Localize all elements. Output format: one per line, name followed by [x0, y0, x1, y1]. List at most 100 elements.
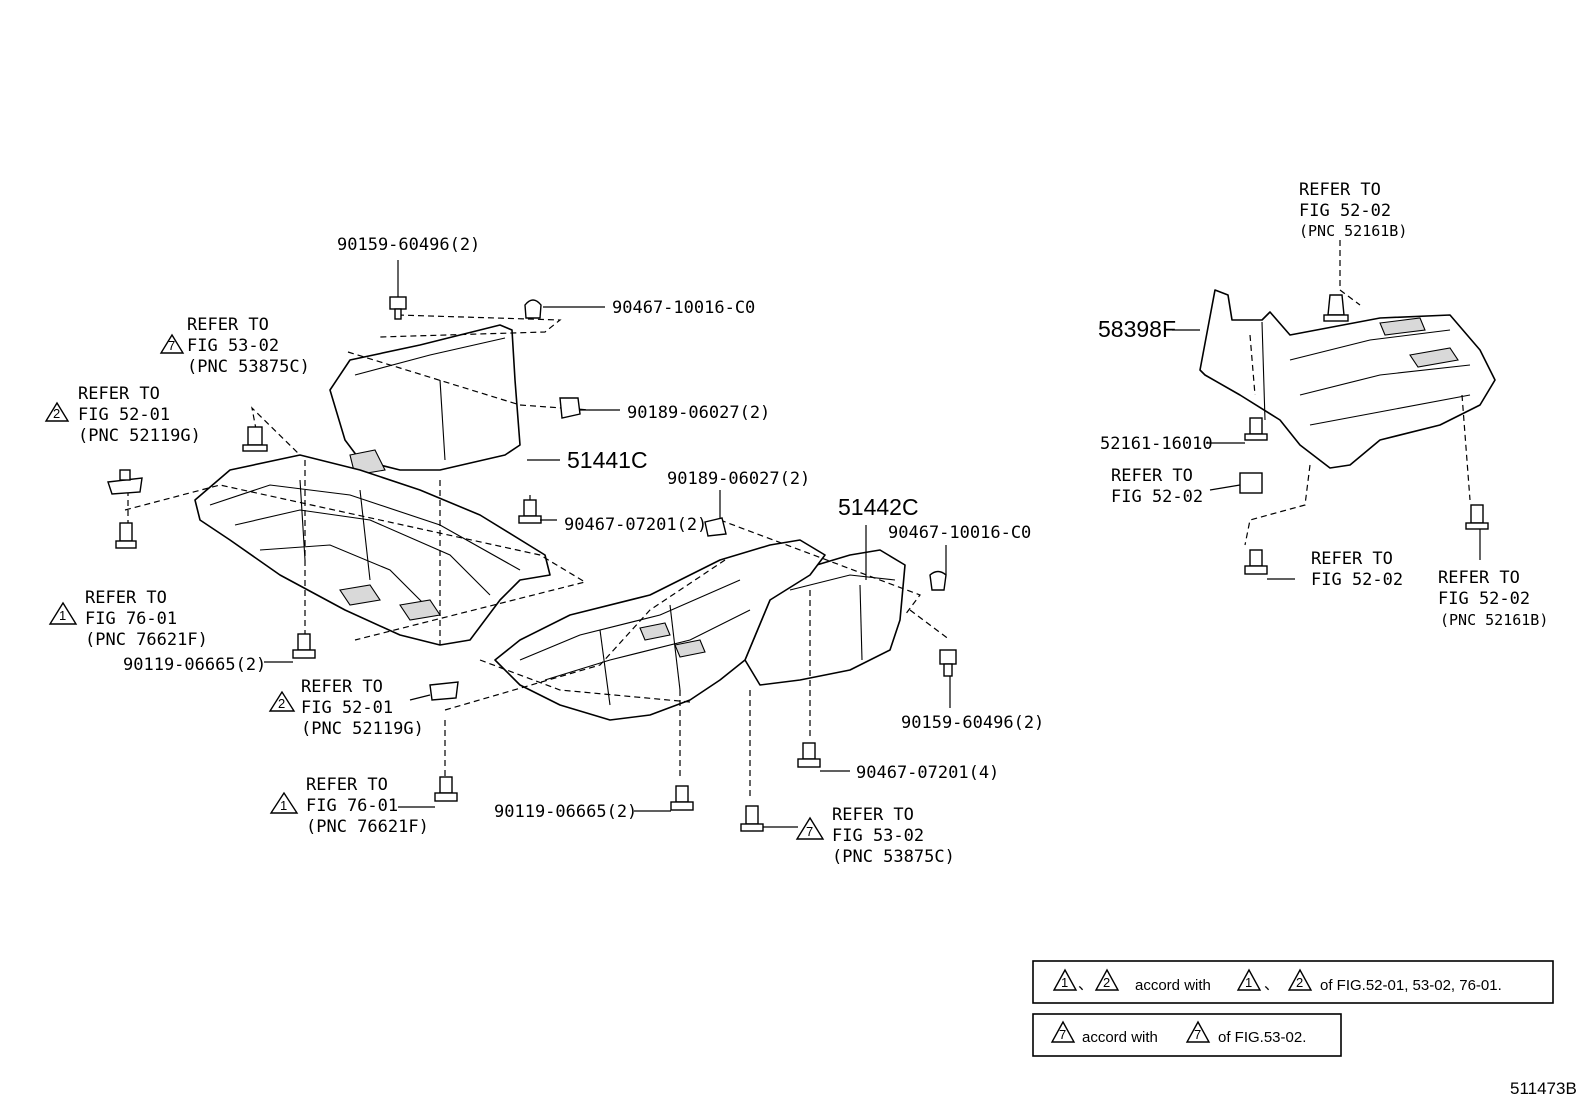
svg-text:1: 1 — [1061, 975, 1068, 990]
bolt-90159-right — [939, 649, 957, 677]
part-number-90159-right: 90159-60496(2) — [901, 713, 1044, 733]
svg-text:7: 7 — [168, 338, 175, 353]
ref-fig-53-02-bottom: 7 REFER TO FIG 53-02 (PNC 53875C) — [795, 805, 955, 867]
clip-52119-mid — [429, 681, 459, 701]
clip-52161b-top — [1323, 294, 1349, 322]
part-number-90467-07201-4: 90467-07201(4) — [856, 763, 999, 783]
svg-text:REFER TO: REFER TO — [1111, 466, 1193, 486]
bolt-52-02 — [1244, 549, 1268, 575]
svg-text:(PNC 52161B): (PNC 52161B) — [1440, 611, 1548, 629]
note-triangle-icon — [268, 690, 296, 712]
clip-90189-mid — [704, 517, 727, 537]
svg-text:REFER TO: REFER TO — [1299, 180, 1381, 200]
clip-90189-left — [559, 397, 581, 419]
under-cover-51442c — [494, 539, 906, 721]
ref-fig-52-01-mid: 2 REFER TO FIG 52-01 (PNC 52119G) — [268, 677, 424, 739]
note-triangle-icon — [159, 333, 185, 354]
ref-fig-52-02-far-right: REFER TO FIG 52-02 (PNC 52161B) — [1438, 568, 1548, 629]
note-triangle-icon — [48, 601, 78, 625]
part-number-90159-top: 90159-60496(2) — [337, 235, 480, 255]
part-number-90189-left: 90189-06027(2) — [627, 403, 770, 423]
ref-fig-52-02-mid-right: REFER TO FIG 52-02 — [1111, 466, 1241, 507]
leader-lines — [264, 260, 1481, 828]
figure-code: 511473B — [1510, 1079, 1577, 1098]
clip-52161b-right — [1465, 504, 1489, 530]
svg-text:FIG 76-01: FIG 76-01 — [85, 609, 177, 629]
note-triangle-icon — [1050, 1020, 1076, 1043]
part-number-90467-10016-right: 90467-10016-C0 — [888, 523, 1031, 543]
svg-text:of FIG.53-02.: of FIG.53-02. — [1218, 1029, 1306, 1046]
ref-fig-76-01-left: 1 REFER TO FIG 76-01 (PNC 76621F) — [48, 588, 208, 650]
svg-text:(PNC 53875C): (PNC 53875C) — [832, 847, 955, 867]
svg-text:(PNC 76621F): (PNC 76621F) — [306, 817, 429, 837]
note-box-1: 1 、 2 accord with 1 、 2 of FIG.52-01, 53… — [1032, 960, 1554, 1004]
svg-text:2: 2 — [278, 696, 285, 711]
part-number-52161-16010: 52161-16010 — [1100, 434, 1213, 454]
svg-text:、: 、 — [1078, 976, 1093, 993]
clip-53875-left — [242, 426, 268, 452]
svg-text:(PNC 53875C): (PNC 53875C) — [187, 357, 310, 377]
ref-fig-52-02-bottom-right: REFER TO FIG 52-02 — [1311, 549, 1403, 590]
bolt-90119-left — [292, 633, 316, 659]
reference-callouts: 7 REFER TO FIG 53-02 (PNC 53875C) 2 REFE… — [44, 180, 1548, 867]
note-triangle-icon — [1236, 968, 1262, 991]
note-triangle-icon — [1287, 968, 1313, 991]
assembly-lines — [124, 240, 1471, 800]
svg-text:FIG 52-01: FIG 52-01 — [301, 698, 393, 718]
svg-text:7: 7 — [1059, 1027, 1066, 1042]
part-number-90189-mid: 90189-06027(2) — [667, 469, 810, 489]
note-triangle-icon — [1052, 968, 1078, 991]
clip-52119-left — [107, 469, 143, 495]
part-labels: 90159-60496(2) 90467-10016-C0 90189-0602… — [123, 235, 1213, 822]
svg-text:accord with: accord with — [1082, 1029, 1158, 1046]
ref-fig-76-01-mid: 1 REFER TO FIG 76-01 (PNC 76621F) — [269, 775, 429, 837]
nut-52-02 — [1239, 472, 1263, 494]
fasteners — [107, 294, 1489, 832]
bolt-90467-07201-2 — [518, 499, 542, 524]
svg-text:REFER TO: REFER TO — [832, 805, 914, 825]
svg-text:7: 7 — [806, 824, 813, 839]
ref-fig-52-02-top-right: REFER TO FIG 52-02 (PNC 52161B) — [1299, 180, 1407, 240]
svg-text:accord with: accord with — [1135, 977, 1211, 994]
part-number-51442c: 51442C — [838, 494, 919, 520]
bolt-90467-07201-4 — [797, 742, 821, 768]
svg-text:REFER TO: REFER TO — [1438, 568, 1520, 588]
svg-text:REFER TO: REFER TO — [306, 775, 388, 795]
svg-text:(PNC 52161B): (PNC 52161B) — [1299, 222, 1407, 240]
svg-text:FIG 52-01: FIG 52-01 — [78, 405, 170, 425]
part-number-90467-07201-2: 90467-07201(2) — [564, 515, 707, 535]
note-triangle-icon — [1094, 968, 1120, 991]
ref-fig-53-02-top: 7 REFER TO FIG 53-02 (PNC 53875C) — [159, 315, 310, 377]
svg-text:REFER TO: REFER TO — [78, 384, 160, 404]
part-58398f — [1199, 289, 1496, 469]
bolt-76621-left — [115, 522, 137, 549]
svg-text:REFER TO: REFER TO — [1311, 549, 1393, 569]
part-number-51441c: 51441C — [567, 447, 648, 473]
part-number-90119-bottom: 90119-06665(2) — [494, 802, 637, 822]
svg-text:of FIG.52-01, 53-02, 76-01.: of FIG.52-01, 53-02, 76-01. — [1320, 977, 1502, 994]
svg-text:FIG 52-02: FIG 52-02 — [1438, 589, 1530, 609]
svg-text:2: 2 — [53, 406, 60, 421]
svg-text:7: 7 — [1194, 1027, 1201, 1042]
note-box-2: 7 accord with 7 of FIG.53-02. — [1032, 1013, 1342, 1057]
part-number-58398f: 58398F — [1098, 316, 1176, 342]
note-triangle-icon — [44, 401, 70, 422]
svg-text:FIG 52-02: FIG 52-02 — [1111, 487, 1203, 507]
svg-text:1: 1 — [59, 608, 66, 623]
part-number-90467-10016-top: 90467-10016-C0 — [612, 298, 755, 318]
ref-fig-52-01-left: 2 REFER TO FIG 52-01 (PNC 52119G) — [44, 384, 201, 446]
svg-text:(PNC 52119G): (PNC 52119G) — [78, 426, 201, 446]
svg-text:2: 2 — [1296, 975, 1303, 990]
bolt-90159-top — [389, 296, 407, 320]
clip-52161-16010 — [1244, 417, 1268, 441]
svg-text:(PNC 52119G): (PNC 52119G) — [301, 719, 424, 739]
svg-text:FIG 52-02: FIG 52-02 — [1299, 201, 1391, 221]
svg-text:FIG 53-02: FIG 53-02 — [187, 336, 279, 356]
svg-text:REFER TO: REFER TO — [187, 315, 269, 335]
svg-text:FIG 53-02: FIG 53-02 — [832, 826, 924, 846]
nut-90467-right — [929, 570, 947, 591]
bolt-76621-mid — [434, 776, 458, 802]
svg-text:、: 、 — [1264, 976, 1279, 993]
bolt-90119-bottom — [670, 785, 694, 811]
